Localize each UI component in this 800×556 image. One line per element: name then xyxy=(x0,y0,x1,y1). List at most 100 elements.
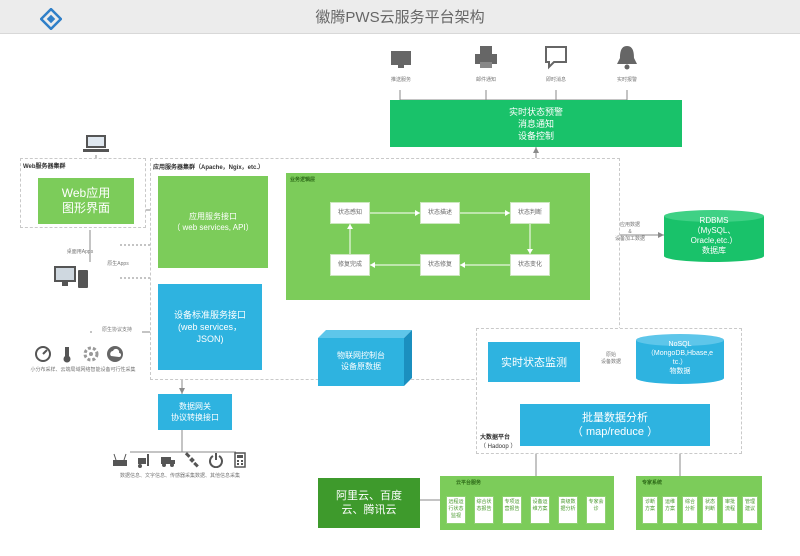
expert-item-5: 审批流程 xyxy=(722,496,738,524)
app-data-label: 应用数据 & 设备加工数据 xyxy=(600,222,660,243)
app-service-line-1: 应用服务接口 xyxy=(189,212,237,221)
expert-item-2: 运维方案 xyxy=(662,496,678,524)
icon-label-email: 邮件通知 xyxy=(475,77,496,83)
state-repaired: 修复完成 xyxy=(330,254,370,276)
gateway-line-2: 协议转换接口 xyxy=(171,413,219,422)
app-data-line-1: 应用数据 xyxy=(619,222,640,228)
iot-line-2: 设备原数据 xyxy=(341,362,381,371)
realtime-warning-box: 实时状态预警 消息通知 设备控制 xyxy=(390,100,682,147)
realtime-monitor-box: 实时状态监测 xyxy=(488,342,580,382)
expert-item-3: 综合分析 xyxy=(682,496,698,524)
expert-system-title: 专家系统 xyxy=(642,480,663,486)
app-data-line-2: & xyxy=(628,229,632,235)
gear-icon xyxy=(83,346,99,362)
cloud-service-item-1: 远程运行状态监视 xyxy=(446,496,466,524)
web-cluster-title: Web服务器集群 xyxy=(23,164,66,170)
expert-item-4: 状态判断 xyxy=(702,496,718,524)
realtime-line-1: 实时状态预警 xyxy=(508,106,563,117)
icon-label-alarm: 实时报警 xyxy=(616,77,637,83)
desktop-apps-label: 桌面用Apps xyxy=(66,249,94,255)
state-perceive: 状态感知 xyxy=(330,202,370,224)
cloud-icon xyxy=(107,346,123,362)
cloud-services-title: 云平台服务 xyxy=(456,480,482,486)
devices-icon xyxy=(52,262,92,290)
expert-item-1: 诊断方案 xyxy=(642,496,658,524)
app-service-box: 应用服务接口 （ web services, API） xyxy=(158,176,268,268)
raw-data-line-1: 原始 xyxy=(605,352,616,358)
cloud-service-item-5: 高级数据分析 xyxy=(558,496,578,524)
batch-analysis-box: 批量数据分析 （ map/reduce ） xyxy=(520,404,710,446)
monitor-icon xyxy=(386,42,416,72)
bigdata-title: 大数据平台 xyxy=(480,435,511,441)
device-interface-line-3: JSON) xyxy=(196,334,224,344)
device-interface-box: 设备标准服务接口 (web services， JSON) xyxy=(158,284,262,370)
state-repair: 状态修复 xyxy=(420,254,460,276)
cloud-service-item-3: 专项运营报告 xyxy=(502,496,522,524)
raw-data-label: 原始 设备数据 xyxy=(586,352,636,366)
router-icon xyxy=(113,453,127,466)
cloud-line-1: 阿里云、百度 xyxy=(336,490,402,502)
chat-bubble-icon xyxy=(541,42,571,72)
native-protocol-label: 原生协议支持 xyxy=(92,326,142,333)
iot-line-1: 物联网控制台 xyxy=(337,351,385,360)
logo-icon xyxy=(40,8,62,30)
device-icons-row xyxy=(108,450,258,470)
icon-label-im: 即时消息 xyxy=(545,77,566,83)
native-apps-label: 原生Apps xyxy=(107,261,129,267)
forklift-icon xyxy=(138,454,149,468)
web-app-line-1: Web应用 xyxy=(61,186,111,200)
title-bar xyxy=(0,0,800,34)
nosql-line-1: NoSQL xyxy=(668,341,692,348)
iot-console-box: 物联网控制台 设备原数据 xyxy=(318,330,412,386)
device-interface-line-1: 设备标准服务接口 xyxy=(173,310,246,320)
device-caption: 数据信息、文字信息、传感器采集数据、其他信息采集 xyxy=(119,473,240,479)
raw-data-line-2: 设备数据 xyxy=(600,359,621,365)
cloud-line-2: 云、腾讯云 xyxy=(341,504,397,516)
rdbms-database: RDBMS （MySQL、 Oracle,etc.） 数据库 xyxy=(664,210,764,262)
nosql-line-2: （MongoDB,Hbase,e xyxy=(646,350,714,357)
app-cluster-title: 应用服务器集群（Apache，Ngix，etc.） xyxy=(153,165,265,171)
cloud-services-panel xyxy=(440,476,614,530)
icon-label-push: 推送服务 xyxy=(390,77,411,83)
gauge-icon xyxy=(35,346,51,362)
web-app-box: Web应用 图形界面 xyxy=(38,178,134,224)
device-interface-line-2: (web services， xyxy=(177,322,242,332)
realtime-line-2: 消息通知 xyxy=(517,118,554,129)
power-icon xyxy=(209,453,223,468)
web-app-line-2: 图形界面 xyxy=(61,201,110,215)
state-describe: 状态描述 xyxy=(420,202,460,224)
truck-icon xyxy=(161,457,175,467)
nosql-line-4: 物数据 xyxy=(669,368,691,375)
business-logic-panel xyxy=(286,173,590,300)
rdbms-line-4: 数据库 xyxy=(702,246,726,255)
satellite-icon xyxy=(184,452,199,468)
bell-icon xyxy=(612,42,642,72)
state-change: 状态变化 xyxy=(510,254,550,276)
realtime-line-3: 设备控制 xyxy=(517,130,554,141)
rdbms-line-1: RDBMS xyxy=(699,216,729,225)
batch-line-2: （ map/reduce ） xyxy=(571,426,659,438)
realtime-monitor-label: 实时状态监测 xyxy=(501,357,567,369)
rdbms-line-3: Oracle,etc.） xyxy=(690,236,738,245)
gateway-line-1: 数据网关 xyxy=(179,402,211,411)
sensor-icons-row xyxy=(32,344,132,364)
cloud-providers-box: 阿里云、百度 云、腾讯云 xyxy=(318,478,420,528)
page-title: 徽腾PWS云服务平台架构 xyxy=(315,9,485,26)
thermometer-icon xyxy=(63,347,71,363)
calculator-icon xyxy=(234,452,246,468)
gateway-box: 数据网关 协议转换接口 xyxy=(158,394,232,430)
app-data-line-3: 设备加工数据 xyxy=(614,236,645,242)
nosql-line-3: tc.） xyxy=(672,359,688,366)
business-logic-title: 业务逻辑层 xyxy=(290,177,316,183)
nosql-database: NoSQL （MongoDB,Hbase,e tc.） 物数据 xyxy=(636,334,724,384)
rdbms-line-2: （MySQL、 xyxy=(692,226,736,235)
sensor-caption: 小分布采样、云端局域网络智能设备可行性采集 xyxy=(30,367,136,373)
cloud-service-item-6: 专家会诊 xyxy=(586,496,606,524)
laptop-icon xyxy=(82,132,110,156)
expert-item-6: 管理建议 xyxy=(742,496,758,524)
cloud-service-item-4: 设备运维方案 xyxy=(530,496,550,524)
printer-icon xyxy=(471,42,501,72)
app-service-line-2: （ web services, API） xyxy=(172,223,254,232)
bigdata-subtitle: （ Hadoop ） xyxy=(480,444,517,450)
